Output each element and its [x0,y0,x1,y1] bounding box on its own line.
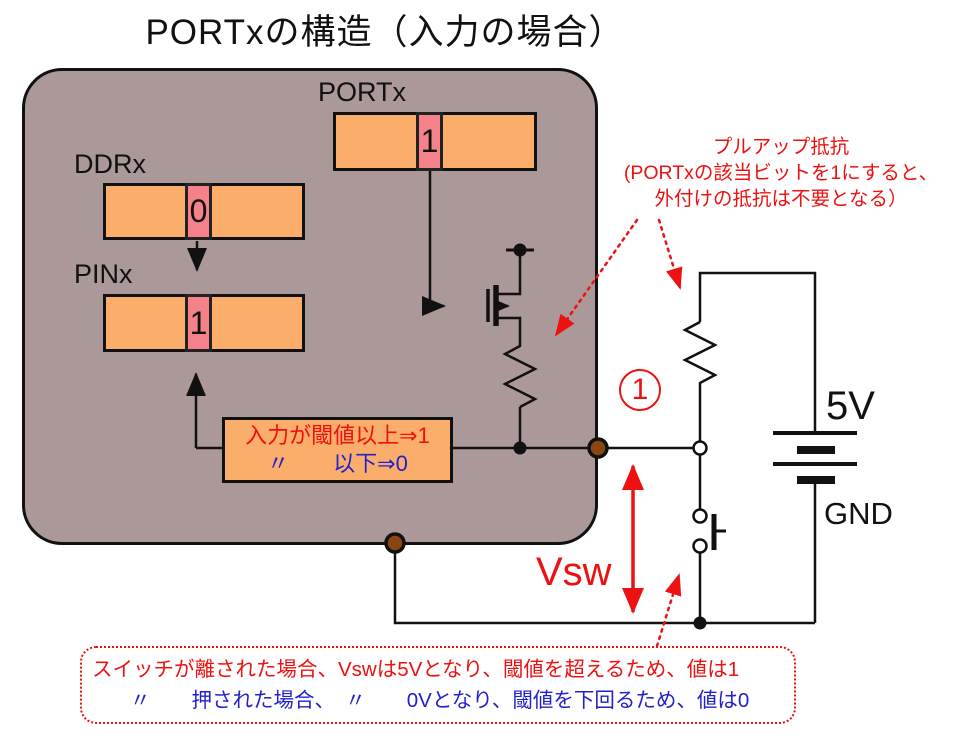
node-number: 1 [631,373,649,406]
pin-node-right [587,437,609,459]
node-number-badge: 1 [619,369,661,411]
ddrx-register-label: DDRx [74,149,146,179]
internal-node-dot [513,441,527,455]
pinx-bit-value: 1 [189,304,208,341]
portx-bit-value: 1 [420,123,439,159]
open-node [692,440,708,456]
pin-node-bottom [384,532,406,554]
pinx-register-label: PINx [74,259,133,289]
threshold-line2: 〃 以下⇒0 [267,451,408,476]
pullup-line2: (PORTxの該当ビットを1にすると、 [623,162,939,184]
pullup-line3: 外付けの抵抗は不要となる） [654,188,908,210]
ddrx-bit-value: 0 [189,193,208,229]
ddrx-bit-cell: 0 [185,183,212,240]
bottom-explanation-box: スイッチが離された場合、Vswは5Vとなり、閾値を超えるため、値は1 〃 押され… [80,646,796,724]
portx-register: 1 [333,112,537,171]
dotted-arrow-switch [655,573,682,648]
portx-bit-cell: 1 [416,112,443,171]
portx-register-label: PORTx [318,77,407,107]
pinx-bit-cell: 1 [185,294,212,352]
pullup-line1: プルアップ抵抗 [712,136,850,158]
diagram-title: PORTxの構造（入力の場合） [145,13,625,52]
ddrx-register: 0 [103,183,305,240]
threshold-note-box: 入力が閾値以上⇒1 〃 以下⇒0 [222,417,453,483]
pinx-register: 1 [103,294,305,352]
ground-label: GND [824,496,893,531]
bottom-line1: スイッチが離された場合、Vswは5Vとなり、閾値を超えるため、値は1 [92,658,740,681]
dotted-arrow-external-resistor [657,218,683,290]
wires [186,170,817,625]
bottom-line2: 〃 押された場合、 〃 0Vとなり、閾値を下回るため、値は0 [130,689,750,712]
node-dots [384,437,708,630]
supply-voltage-label: 5V [826,384,875,428]
battery-icon [773,431,857,484]
bottom-node-dot [693,616,707,630]
dotted-arrow-internal-resistor [554,218,639,337]
external-pullup-resistor-icon [682,320,718,388]
vsw-label: Vsw [536,550,612,594]
mosfet-icon [486,243,534,340]
internal-pullup-resistor-icon [502,340,538,409]
threshold-line1: 入力が閾値以上⇒1 [245,423,430,448]
switch-icon [692,508,726,554]
dotted-arrows [554,218,683,648]
pullup-annotation: プルアップ抵抗 (PORTxの該当ビットを1にすると、 外付けの抵抗は不要となる… [597,134,965,212]
